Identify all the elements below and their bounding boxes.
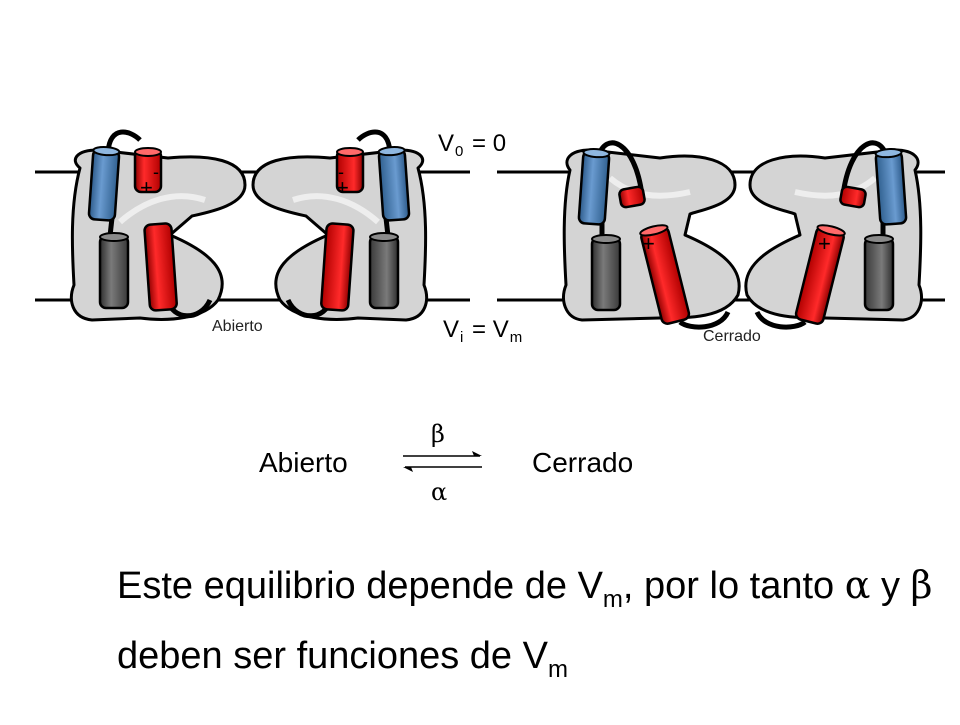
plus-sign-open-right: +	[336, 175, 349, 200]
equilibrium-statement: Este equilibrio depende de Vm, por lo ta…	[117, 563, 933, 683]
open-channel-right-half	[253, 132, 427, 320]
backward-arrowhead-icon	[403, 467, 413, 472]
inside-voltage-label: Vi = Vm	[443, 316, 523, 346]
minus-sign-open-left: -	[153, 162, 159, 182]
outside-voltage-label: V0 = 0	[438, 130, 507, 160]
open-state-caption: Abierto	[212, 318, 263, 335]
open-channel-left-half	[71, 132, 245, 320]
open-channel	[71, 132, 426, 320]
forward-rate-beta: β	[431, 420, 445, 448]
plus-sign-closed-right: +	[818, 231, 831, 256]
scheme-closed-state: Cerrado	[532, 447, 634, 478]
plus-sign-closed-left: +	[642, 231, 655, 256]
equilibrium-arrows	[403, 451, 482, 472]
closed-state-caption: Cerrado	[703, 328, 761, 345]
closed-channel-right-half	[746, 143, 922, 327]
minus-sign-open-right: -	[338, 162, 344, 182]
plus-sign-open-left: +	[140, 175, 153, 200]
forward-arrowhead-icon	[472, 451, 482, 456]
backward-rate-alpha: α	[431, 478, 448, 506]
scheme-open-state: Abierto	[259, 447, 348, 478]
